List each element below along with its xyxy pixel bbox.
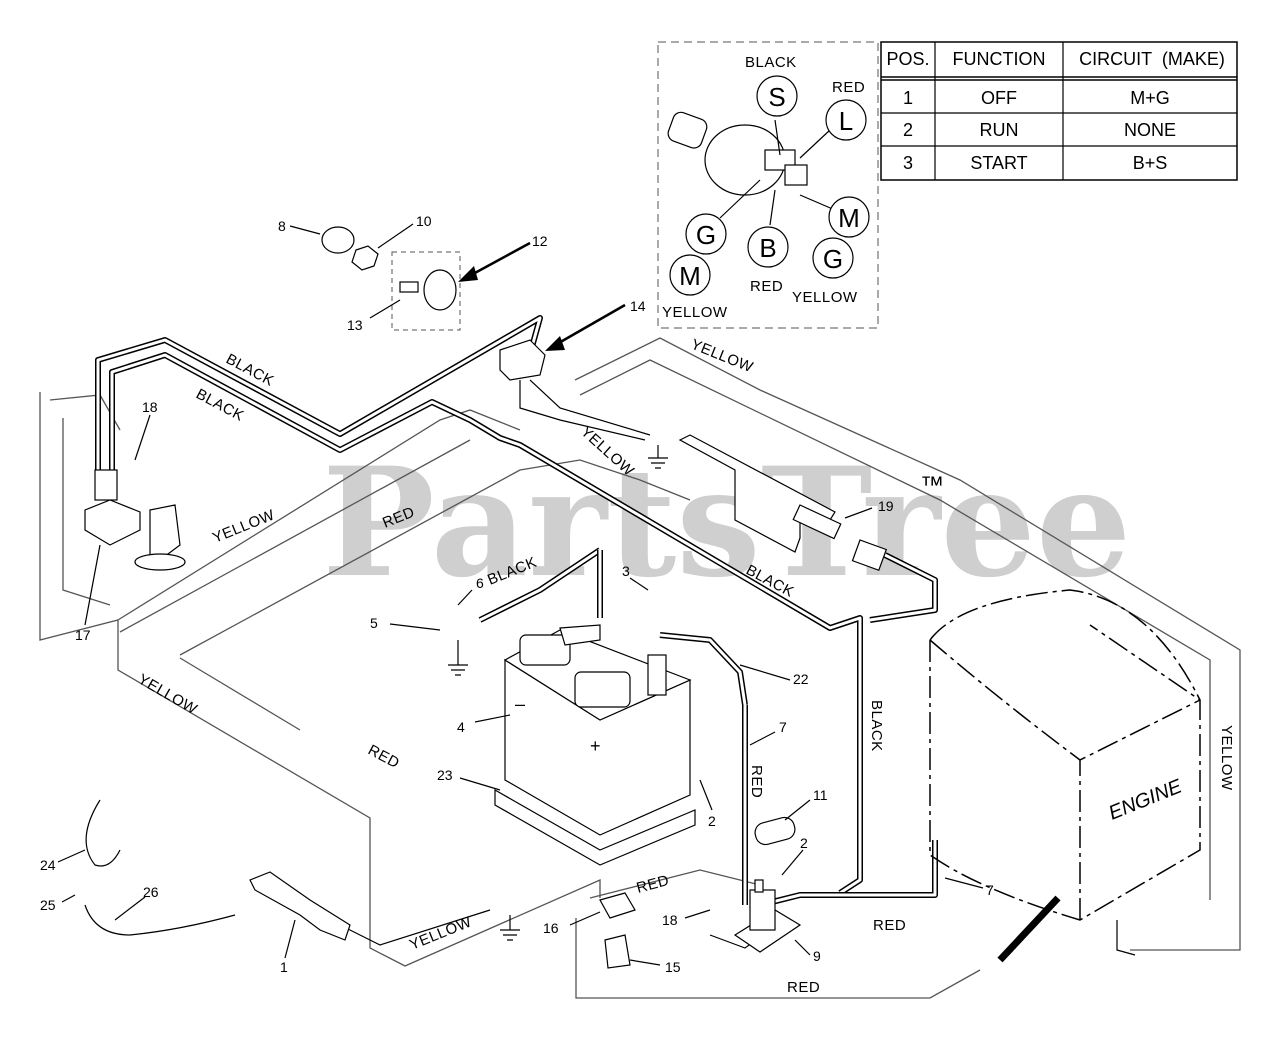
wire-label-red-vertical: RED [748,765,765,798]
table-row-1-function: OFF [981,88,1017,108]
table-row-3-function: START [970,153,1027,173]
callout-3: 3 [622,563,630,579]
switch-label-black: BLACK [745,54,797,71]
watermark-tm: ™ [920,472,944,499]
table-row-3-circuit: B+S [1133,153,1168,173]
wire-label-yellow-right: YELLOW [1218,725,1235,791]
callout-22: 22 [793,671,809,687]
bezel-8 [321,226,355,254]
svg-text:B: B [759,233,776,263]
table-header-pos: POS. [886,49,929,69]
callout-12: 12 [532,233,548,249]
wire-label-red-bottom: RED [787,979,820,996]
ground-symbols [448,445,668,941]
frame-outline [39,337,1241,999]
switch-function-table: POS. FUNCTION CIRCUIT (MAKE) 1 OFF M+G 2… [880,41,1238,181]
callout-1: 1 [280,959,288,975]
wire-label-black-vertical: BLACK [868,700,885,752]
table-row-1-pos: 1 [903,88,913,108]
ignition-switch-small [391,251,461,331]
switch-detail: S L G B M G M BLACK RED RED YELLOW Y [657,41,879,329]
callout-2-right: 2 [800,835,808,851]
wire-label-yellow-front: YELLOW [135,671,201,719]
table-row-2-pos: 2 [903,120,913,140]
table-row-3-pos: 3 [903,153,913,173]
terminal-m-left: M [669,254,711,296]
callout-16: 16 [543,920,559,936]
svg-text:G: G [823,244,843,274]
part-16 [599,892,636,919]
harness-1 [249,871,351,941]
switch-label-red-bottom: RED [750,278,783,295]
wire-label-black-2: BLACK [193,386,247,425]
part-11 [754,816,796,846]
thin-wires [339,379,1136,956]
wire-label-red-center: RED [365,742,402,773]
nut-10 [351,245,379,271]
table-row-2-function: RUN [980,120,1019,140]
terminal-s: S [756,75,798,117]
callout-8: 8 [278,218,286,234]
callout-11: 11 [813,787,828,803]
terminal-g-right: G [812,237,854,279]
callout-6: 6 [476,575,484,591]
svg-text:G: G [696,220,716,250]
terminal-l: L [825,99,867,141]
terminal-g-left: G [685,213,727,255]
connector-14 [499,339,546,381]
svg-text:M: M [838,203,860,233]
svg-text:L: L [839,106,853,136]
callout-25: 25 [40,897,56,913]
callout-13: 13 [347,317,363,333]
table-header-function: FUNCTION [953,49,1046,69]
wire-label-red-bottom-left: RED [635,872,671,897]
battery-minus: – [515,694,525,714]
callout-5: 5 [370,615,378,631]
engine: ENGINE [929,589,1201,921]
callout-17: 17 [75,627,91,643]
table-row-2-circuit: NONE [1124,120,1176,140]
switch-label-red-top: RED [832,79,865,96]
callout-15: 15 [665,959,681,975]
callout-4: 4 [457,719,465,735]
switch-label-yellow-left: YELLOW [662,304,728,321]
terminal-b: B [747,226,789,268]
callout-18-bottom: 18 [662,912,678,928]
wire-24 [85,799,121,867]
callout-2-left: 2 [708,813,716,829]
table-header-circuit: CIRCUIT (MAKE) [1079,49,1225,69]
callout-7-top: 7 [779,719,787,735]
svg-text:S: S [768,82,785,112]
callout-26: 26 [143,884,159,900]
switch-label-yellow-right: YELLOW [792,289,858,306]
callout-19: 19 [878,498,894,514]
black-wire-harness [95,315,1061,963]
wire-label-yellow-bottom: YELLOW [407,913,474,953]
module-17 [84,469,186,571]
callouts: 8 10 12 13 14 18 17 6 5 3 4 23 2 22 7 11… [40,213,994,975]
hose-26 [84,904,236,936]
table-row-1-circuit: M+G [1130,88,1170,108]
battery: – + [494,624,696,866]
part-15 [604,934,631,969]
callout-10: 10 [416,213,432,229]
callout-14: 14 [630,298,646,314]
terminal-m-right: M [828,196,870,238]
engine-label: ENGINE [1106,775,1186,824]
callout-9: 9 [813,948,821,964]
callout-24: 24 [40,857,56,873]
battery-plus: + [590,736,601,756]
callout-18-top: 18 [142,399,158,415]
bracket-19 [678,434,888,572]
solenoid-9 [733,879,802,953]
svg-text:M: M [679,261,701,291]
callout-23: 23 [437,767,453,783]
callout-7-right: 7 [986,882,994,898]
wire-label-red-solenoid: RED [873,917,906,934]
